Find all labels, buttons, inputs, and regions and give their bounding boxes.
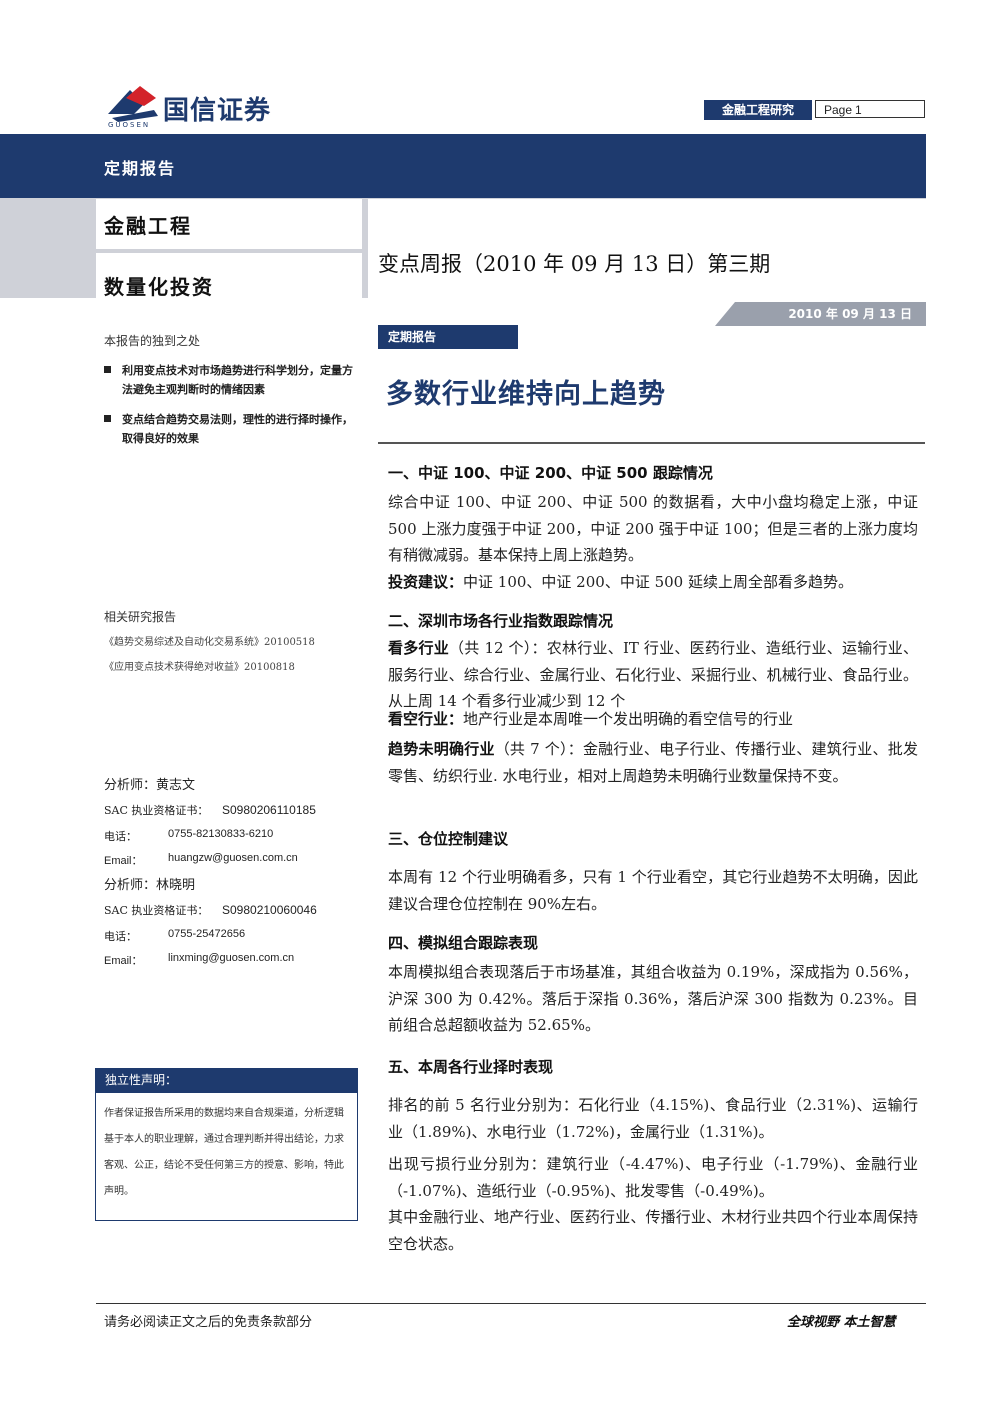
bullish-label: 看多行业 (388, 639, 449, 657)
section-3-title: 三、仓位控制建议 (388, 830, 509, 848)
email-address[interactable]: huangzw@guosen.com.cn (168, 852, 298, 864)
unique-point-item: 利用变点技术对市场趋势进行科学划分，定量方法避免主观判断时的情绪因素 (104, 361, 357, 399)
email-label: Email： (104, 855, 143, 867)
section-2-title: 二、深圳市场各行业指数跟踪情况 (388, 612, 614, 630)
email-address[interactable]: linxming@guosen.com.cn (168, 952, 295, 964)
top-industries: 排名的前 5 名行业分别为：石化行业（4.15%)、食品行业（2.31%)、运输… (388, 1096, 918, 1141)
unique-point-text: 变点结合趋势交易法则，理性的进行择时操作，取得良好的效果 (122, 413, 353, 445)
investment-advice: 投资建议：中证 100、中证 200、中证 500 延续上周全部看多趋势。 (388, 569, 918, 596)
cash-industries: 其中金融行业、地产行业、医药行业、传播行业、木材行业共四个行业本周保持空仓状态。 (388, 1208, 918, 1253)
section-4-paragraph: 本周模拟组合表现落后于市场基准，其组合收益为 0.19%，深成指为 0.56%，… (388, 963, 918, 1034)
title-box (368, 199, 926, 298)
analyst-label: 分析师： (104, 878, 157, 893)
analyst-name-row: 分析师：黄志文 (104, 774, 195, 793)
tel-label: 电话： (104, 830, 137, 843)
headline: 多数行业维持向上趋势 (386, 379, 666, 410)
analyst-name: 林晓明 (156, 878, 196, 893)
bearish-label: 看空行业： (388, 710, 464, 728)
sac-label: SAC 执业资格证书： (104, 904, 209, 917)
bearish-text: 地产行业是本周唯一个发出明确的看空信号的行业 (463, 710, 794, 728)
section-4-title: 四、模拟组合跟踪表现 (388, 934, 539, 952)
section-5-title: 五、本周各行业择时表现 (388, 1058, 554, 1076)
category-box-1 (96, 199, 362, 249)
bullish-text: （共 12 个）：农林行业、IT 行业、医药行业、造纸行业、运输行业、服务行业、… (388, 639, 918, 710)
analyst-name-row: 分析师：林晓明 (104, 874, 195, 893)
related-report-link[interactable]: 《趋势交易综述及自动化交易系统》20100518 (104, 637, 315, 648)
sac-number: S0980206110185 (222, 803, 316, 817)
report-type-label: 定期报告 (104, 159, 177, 178)
page-label: Page (824, 103, 853, 117)
unclear-text: （共 7 个）：金融行业、电子行业、传播行业、建筑行业、批发零售、纺织行业. 水… (388, 740, 918, 785)
bullish-industries: 看多行业（共 12 个）：农林行业、IT 行业、医药行业、造纸行业、运输行业、服… (388, 635, 918, 715)
investment-advice-text: 中证 100、中证 200、中证 500 延续上周全部看多趋势。 (463, 573, 853, 591)
loss-industries: 出现亏损行业分别为：建筑行业（-4.47%)、电子行业（-1.79%)、金融行业… (388, 1155, 918, 1200)
department-tag: 金融工程研究 (704, 100, 812, 120)
category-primary: 金融工程 (104, 214, 192, 238)
page-number: 1 (855, 103, 862, 117)
sac-number: S0980210060046 (222, 903, 317, 917)
related-reports-title: 相关研究报告 (104, 610, 177, 624)
tel-number: 0755-25472656 (168, 928, 246, 940)
report-title: 变点周报（2010 年 09 月 13 日）第三期 (378, 252, 771, 276)
independence-text: 作者保证报告所采用的数据均来自合规渠道，分析逻辑基于本人的职业理解，通过合理判断… (95, 1093, 358, 1221)
section-1-paragraph: 综合中证 100、中证 200、中证 500 的数据看，大中小盘均稳定上涨，中证… (388, 493, 918, 564)
guosen-logo-icon (108, 86, 158, 122)
unique-point-text: 利用变点技术对市场趋势进行科学划分，定量方法避免主观判断时的情绪因素 (122, 364, 353, 396)
bullet-square-icon (104, 366, 111, 373)
date-strip-corner (715, 302, 735, 326)
analyst-name: 黄志文 (156, 778, 196, 793)
report-date: 2010 年 09 月 13 日 (735, 302, 926, 326)
section-tag: 定期报告 (378, 325, 518, 349)
bearish-industries: 看空行业：地产行业是本周唯一个发出明确的看空信号的行业 (388, 706, 918, 733)
bullet-square-icon (104, 415, 111, 422)
logo-subtext: GUOSEN (108, 121, 151, 129)
disclaimer-note: 请务必阅读正文之后的免责条款部分 (104, 1315, 313, 1330)
section-1-title: 一、中证 100、中证 200、中证 500 跟踪情况 (388, 464, 713, 482)
footer-divider (96, 1303, 926, 1304)
category-box-2 (96, 253, 362, 298)
report-type-band (0, 134, 926, 198)
related-report-link[interactable]: 《应用变点技术获得绝对收益》20100818 (104, 662, 295, 673)
tel-label: 电话： (104, 930, 137, 943)
logo-text: 国信证券 (163, 96, 272, 126)
unique-points-title: 本报告的独到之处 (104, 334, 201, 348)
unique-point-item: 变点结合趋势交易法则，理性的进行择时操作，取得良好的效果 (104, 410, 357, 448)
headline-divider (378, 442, 925, 444)
analyst-label: 分析师： (104, 778, 157, 793)
unclear-industries: 趋势未明确行业（共 7 个）：金融行业、电子行业、传播行业、建筑行业、批发零售、… (388, 736, 918, 789)
unclear-label: 趋势未明确行业 (388, 740, 495, 758)
section-3-paragraph: 本周有 12 个行业明确看多，只有 1 个行业看空，其它行业趋势不太明确，因此建… (388, 868, 918, 913)
sac-label: SAC 执业资格证书： (104, 804, 209, 817)
slogan: 全球视野 本土智慧 (787, 1315, 896, 1330)
investment-advice-label: 投资建议： (388, 573, 464, 591)
email-label: Email： (104, 955, 143, 967)
category-secondary: 数量化投资 (104, 275, 214, 299)
tel-number: 0755-82130833-6210 (168, 828, 274, 840)
independence-title: 独立性声明： (95, 1068, 358, 1093)
